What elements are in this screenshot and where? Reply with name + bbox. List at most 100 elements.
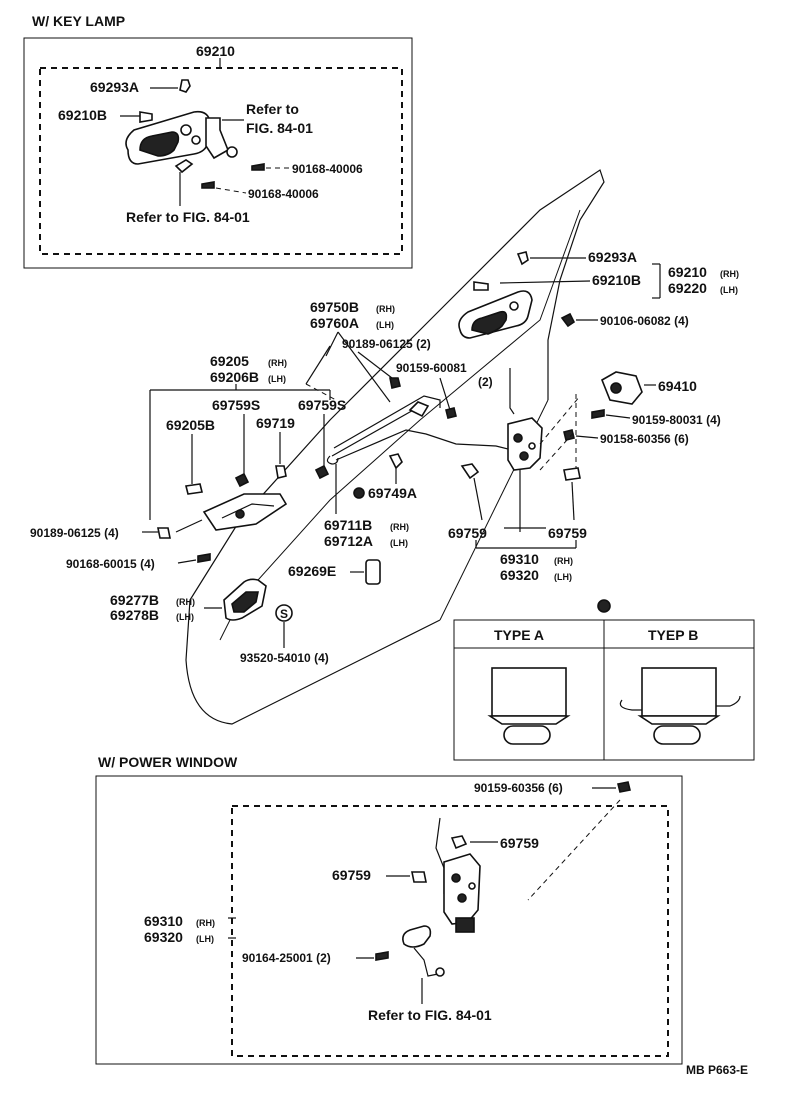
label-69712a: 69712A <box>324 533 373 549</box>
screw-icon <box>201 181 215 189</box>
clip-icon <box>388 453 403 470</box>
bullet-icon <box>597 599 611 613</box>
footer-code: MB P663-E <box>686 1063 748 1077</box>
key-lamp-screw-label-1: 90168-40006 <box>292 162 363 176</box>
key-lamp-screw-label-2: 90168-40006 <box>248 187 319 201</box>
clip-icon <box>389 377 401 389</box>
label-69205b: 69205B <box>166 417 215 433</box>
label-90159-qty: (2) <box>478 375 493 389</box>
label-69320-lh: (LH) <box>554 572 572 582</box>
clip-icon <box>445 407 457 419</box>
cap-icon <box>179 79 191 93</box>
key-lamp-frame <box>23 37 413 269</box>
striker-icon <box>600 371 643 405</box>
clip-icon <box>157 527 171 539</box>
label-69410: 69410 <box>658 378 697 394</box>
label-69206b-lh: (LH) <box>268 374 286 384</box>
key-lamp-ref-line2: FIG. 84-01 <box>246 120 313 136</box>
label-69206b: 69206B <box>210 369 259 385</box>
label-90159-b: 90159-80031 (4) <box>632 413 721 427</box>
key-lamp-ref-bottom: Refer to FIG. 84-01 <box>126 209 250 225</box>
key-lamp-handle-icon <box>125 110 211 165</box>
type-b-handle-icon <box>619 667 741 745</box>
label-69760a-lh: (LH) <box>376 320 394 330</box>
actuator-icon <box>402 925 445 977</box>
outside-handle-icon <box>202 493 288 531</box>
cap-icon <box>516 251 529 266</box>
label-69759-a: 69759 <box>448 525 487 541</box>
label-69277b: 69277B <box>110 592 159 608</box>
label-69760a: 69760A <box>310 315 359 331</box>
screw-icon <box>563 429 575 441</box>
clip-icon <box>314 464 330 480</box>
type-b-label: TYEP B <box>648 627 698 643</box>
label-69719: 69719 <box>256 415 295 431</box>
label-69205-rh: (RH) <box>268 358 287 368</box>
power-label-69310: 69310 <box>144 913 183 929</box>
label-69711b-rh: (RH) <box>390 522 409 532</box>
rods-icon <box>326 395 523 465</box>
key-lamp-label-69210b: 69210B <box>58 107 107 123</box>
label-93520: 93520-54010 (4) <box>240 651 329 665</box>
plug-icon <box>365 559 381 585</box>
label-90189-a: 90189-06125 (2) <box>342 337 431 351</box>
clip-icon <box>563 467 581 481</box>
type-a-handle-icon <box>487 667 571 745</box>
s-circle-icon <box>275 604 293 622</box>
power-door-lock-icon <box>435 817 481 933</box>
inside-handle-icon <box>458 290 533 339</box>
label-69759-b: 69759 <box>548 525 587 541</box>
label-90168: 90168-60015 (4) <box>66 557 155 571</box>
screw-icon <box>197 553 211 563</box>
label-69712a-lh: (LH) <box>390 538 408 548</box>
power-label-69320-lh: (LH) <box>196 934 214 944</box>
s-circle-letter: S <box>280 607 288 621</box>
clip-icon <box>560 312 576 328</box>
bullet-icon <box>353 487 365 499</box>
label-90158: 90158-60356 (6) <box>600 432 689 446</box>
label-69205: 69205 <box>210 353 249 369</box>
screw-icon <box>591 409 605 419</box>
screw-icon <box>473 281 489 291</box>
door-lock-icon <box>507 368 543 506</box>
label-90106: 90106-06082 (4) <box>600 314 689 328</box>
label-90189-b: 90189-06125 (4) <box>30 526 119 540</box>
power-label-69320: 69320 <box>144 929 183 945</box>
key-lamp-ref-line1: Refer to <box>246 101 299 117</box>
label-69277b-rh: (RH) <box>176 597 195 607</box>
screw-icon <box>251 163 265 171</box>
label-69750b: 69750B <box>310 299 359 315</box>
label-69278b: 69278B <box>110 607 159 623</box>
clip-icon <box>450 835 468 850</box>
power-label-69759-b: 69759 <box>332 867 371 883</box>
key-lamp-header: W/ KEY LAMP <box>32 13 125 29</box>
label-69269e: 69269E <box>288 563 336 579</box>
power-window-header: W/ POWER WINDOW <box>98 754 238 770</box>
key-lamp-label-69293a: 69293A <box>90 79 139 95</box>
clip-icon <box>411 871 427 883</box>
power-window-assembly-box <box>231 805 669 1057</box>
label-69210: 69210 <box>668 264 707 280</box>
label-69278b-lh: (LH) <box>176 612 194 622</box>
label-69220-lh: (LH) <box>720 285 738 295</box>
clip-icon <box>234 472 250 488</box>
screw-icon <box>375 951 389 961</box>
label-69759s-b: 69759S <box>298 397 346 413</box>
power-label-69759-a: 69759 <box>500 835 539 851</box>
screw-icon <box>185 483 203 495</box>
label-69310-rh: (RH) <box>554 556 573 566</box>
label-69210-rh: (RH) <box>720 269 739 279</box>
screw-icon <box>139 111 153 123</box>
label-69310: 69310 <box>500 551 539 567</box>
label-69759s-a: 69759S <box>212 397 260 413</box>
label-69210b: 69210B <box>592 272 641 288</box>
type-a-label: TYPE A <box>494 627 544 643</box>
clip-icon <box>275 465 287 479</box>
clip-icon <box>460 463 480 480</box>
key-lamp-assembly-number: 69210 <box>196 43 235 59</box>
power-window-frame <box>95 775 683 1065</box>
label-69293a: 69293A <box>588 249 637 265</box>
handle-bezel-icon <box>223 578 267 621</box>
screw-icon <box>617 781 631 793</box>
